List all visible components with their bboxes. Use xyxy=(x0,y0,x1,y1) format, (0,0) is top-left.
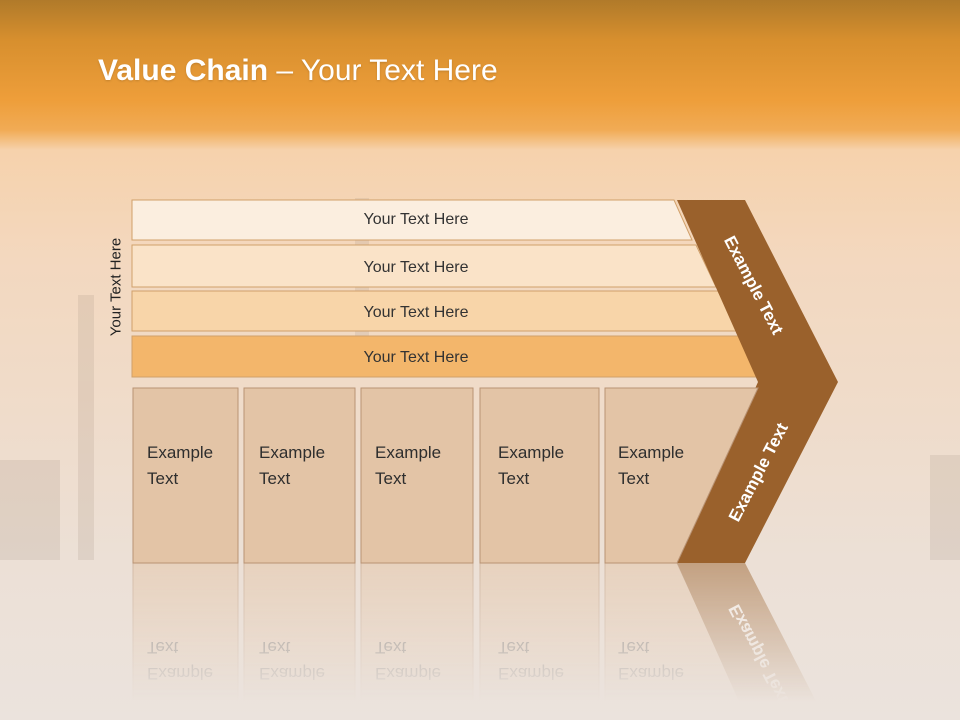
row-2-label: Your Text Here xyxy=(364,259,469,276)
reflection-box-line-1: Example xyxy=(259,664,325,683)
activity-box-line-1: Example xyxy=(618,443,684,462)
activity-box-line-2: Text xyxy=(259,469,290,488)
activity-box[interactable]: Example Text xyxy=(132,387,239,564)
activity-box-line-1: Example xyxy=(147,443,213,462)
row-4[interactable]: Your Text Here xyxy=(131,335,763,378)
activity-box-line-2: Text xyxy=(375,469,406,488)
row-1-bar xyxy=(131,199,693,241)
activity-box-shape xyxy=(132,387,239,564)
activity-box[interactable]: Example Text xyxy=(479,387,600,564)
activity-box-line-2: Text xyxy=(147,469,178,488)
page-title: Value Chain – Your Text Here xyxy=(98,54,498,88)
activity-boxes: Example Text Example Text Example Text E… xyxy=(132,387,759,564)
reflection-box-line-2: Text xyxy=(498,638,529,657)
reflection-box-line-1: Example xyxy=(618,664,684,683)
row-3[interactable]: Your Text Here xyxy=(131,290,739,332)
activity-rows: Your Text Here Your Text Here Your Text … xyxy=(131,199,763,378)
reflection-box-line-1: Example xyxy=(147,664,213,683)
row-1[interactable]: Your Text Here xyxy=(131,199,693,241)
activity-box-shape xyxy=(243,387,356,564)
row-2[interactable]: Your Text Here xyxy=(131,244,717,288)
activity-box[interactable]: Example Text xyxy=(360,387,474,564)
title-bold: Value Chain xyxy=(98,54,269,87)
activity-box-line-2: Text xyxy=(498,469,529,488)
reflection-box-line-2: Text xyxy=(147,638,178,657)
activity-box-line-2: Text xyxy=(618,469,649,488)
chevron-arrow[interactable]: Example Text Example Text xyxy=(677,200,838,563)
reflection: Example Text Example Text Example Text E… xyxy=(132,562,826,720)
reflection-box-line-2: Text xyxy=(259,638,290,657)
activity-box-shape xyxy=(479,387,600,564)
row-4-label: Your Text Here xyxy=(364,349,469,366)
reflection-chevron xyxy=(677,563,826,720)
reflection-boxes xyxy=(132,562,751,720)
activity-box-line-1: Example xyxy=(375,443,441,462)
activity-box[interactable]: Example Text xyxy=(243,387,356,564)
reflection-box-line-1: Example xyxy=(498,664,564,683)
activity-box-line-1: Example xyxy=(259,443,325,462)
activity-box-shape xyxy=(360,387,474,564)
reflection-box-line-2: Text xyxy=(375,638,406,657)
activity-box-line-1: Example xyxy=(498,443,564,462)
chevron-shape xyxy=(677,200,838,563)
row-1-label: Your Text Here xyxy=(364,211,469,228)
reflection-box-line-2: Text xyxy=(618,638,649,657)
row-3-label: Your Text Here xyxy=(364,304,469,321)
title-rest: – Your Text Here xyxy=(268,54,498,87)
reflection-box-line-1: Example xyxy=(375,664,441,683)
